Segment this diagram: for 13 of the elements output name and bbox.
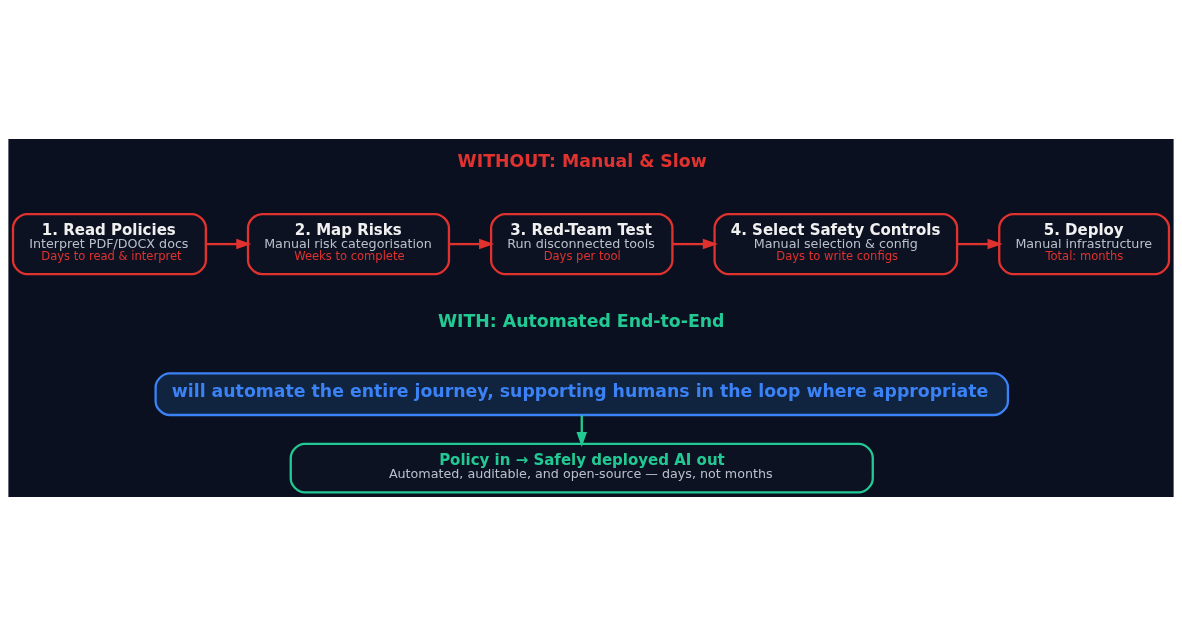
node-box: 2. Map Risks Manual risk categorisation Weeks to complete xyxy=(246,212,451,276)
node-box: 1. Read Policies Interpret PDF/DOCX docs Days to read & interpret xyxy=(11,212,207,276)
node-box: 4. Select Safety Controls Manual selection & config Days to write configs xyxy=(713,212,959,276)
arrow xyxy=(957,238,1003,250)
node-box: Policy in → Safely deployed AI out Automated, auditable, and open-source — days, not months xyxy=(289,442,874,494)
node-box: 5. Deploy Manual infrastructure Total: months xyxy=(998,212,1171,276)
node-box: will automate the entire journey, supporting humans in the loop where appropriate xyxy=(154,372,1010,417)
arrow xyxy=(206,238,252,250)
arrow xyxy=(672,238,718,250)
node-box: 3. Red-Team Test Run disconnected tools Days per tool xyxy=(489,212,674,276)
arrow xyxy=(449,238,495,250)
label: WITH: Automated End-to-End xyxy=(437,310,725,331)
label: WITHOUT: Manual & Slow xyxy=(457,151,707,172)
